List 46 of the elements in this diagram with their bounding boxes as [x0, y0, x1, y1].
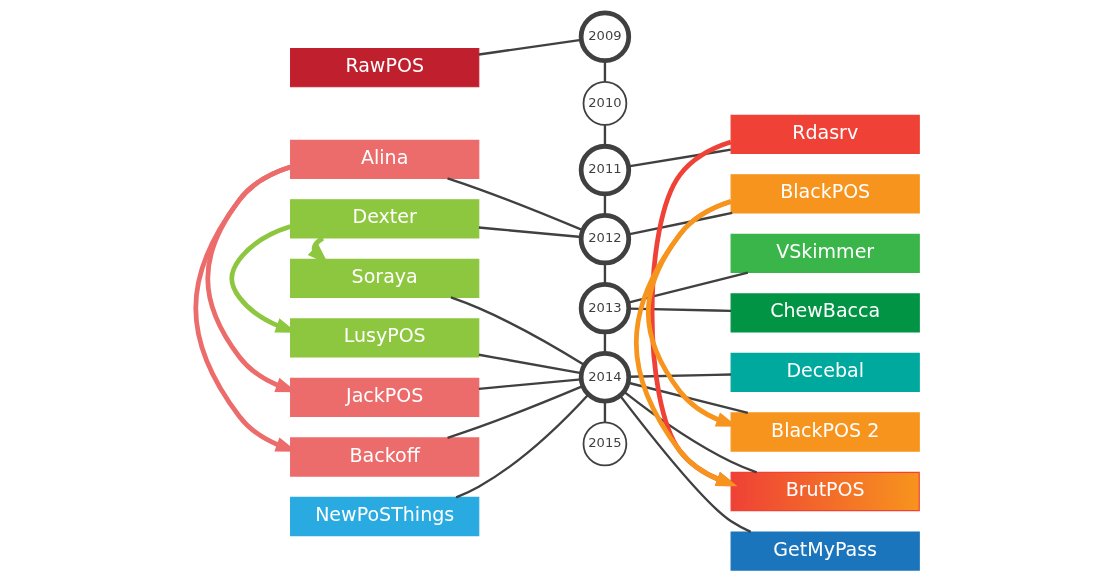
- arrow: [633, 199, 738, 487]
- node-box: LusyPOS: [290, 318, 480, 358]
- node-box: JackPOS: [290, 377, 480, 418]
- node-box: Soraya: [290, 258, 480, 299]
- connector: [629, 307, 732, 313]
- connector: [478, 226, 582, 239]
- node-circle: 2011: [578, 143, 632, 197]
- connector: [628, 148, 731, 168]
- connector: [450, 296, 586, 366]
- node-box: Alina: [290, 139, 480, 179]
- connector: [628, 211, 733, 236]
- connector: [478, 353, 582, 375]
- node-box: NewPoSThings: [290, 496, 480, 537]
- connector: [478, 378, 582, 390]
- connector: [627, 381, 749, 414]
- node-box: Decebal: [730, 352, 920, 393]
- connector: [629, 373, 732, 378]
- connector: [603, 401, 607, 422]
- node-box: VSkimmer: [730, 233, 920, 274]
- node-box: Backoff: [290, 437, 480, 477]
- node-circle: 2012: [578, 212, 632, 266]
- node-box: Dexter: [290, 199, 480, 239]
- connector: [603, 125, 607, 147]
- node-circle: 2015: [582, 421, 628, 467]
- connector: [619, 395, 752, 533]
- connector: [603, 194, 607, 215]
- node-box: BlackPOS 2: [730, 412, 920, 452]
- node-box: ChewBacca: [730, 293, 920, 333]
- node-circle: 2009: [578, 10, 632, 63]
- connector: [627, 271, 749, 304]
- node-box: BlackPOS: [730, 174, 920, 214]
- connector: [455, 393, 590, 499]
- node-circle: 2014: [578, 351, 632, 404]
- connector: [447, 177, 584, 232]
- connector: [603, 332, 607, 353]
- node-box: GetMyPass: [730, 531, 920, 571]
- node-circle: 2013: [578, 282, 632, 335]
- node-box: Rdasrv: [730, 114, 920, 154]
- connector: [603, 263, 607, 284]
- node-circle: 2010: [582, 81, 628, 126]
- connector: [623, 390, 758, 474]
- connector: [603, 60, 607, 82]
- connector: [447, 385, 584, 440]
- connector: [478, 38, 582, 56]
- node-box: BrutPOS: [730, 471, 920, 512]
- node-box: RawPOS: [290, 48, 480, 88]
